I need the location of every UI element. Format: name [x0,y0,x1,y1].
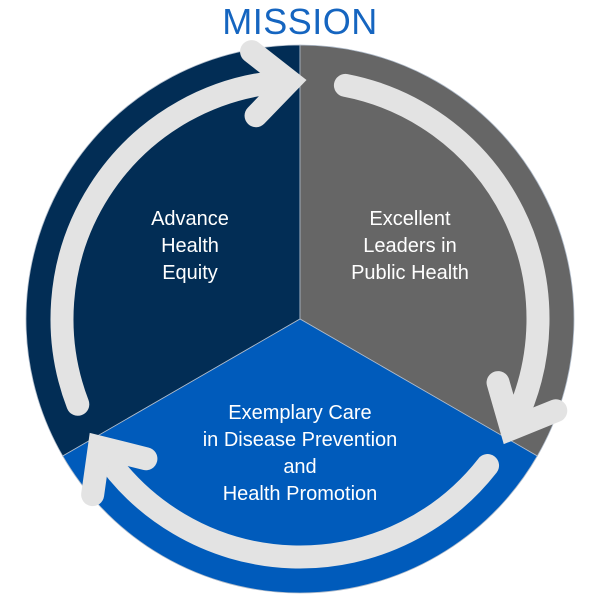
arrowhead-icon [486,371,568,445]
label-line: Health [161,235,219,257]
label-line: Equity [162,262,218,284]
arrow-to-exemplary-care-icon [333,73,550,435]
arrow-to-excellent-leaders-icon [50,70,295,416]
label-advance-health-equity: Advance Health Equity [110,206,270,287]
label-line: Public Health [351,262,469,284]
mission-title: MISSION [222,1,378,42]
label-exemplary-care: Exemplary Care in Disease Prevention and… [170,400,430,508]
label-line: Leaders in [363,235,457,257]
label-line: and [283,456,317,478]
segment-advance-health-equity [25,44,301,457]
label-excellent-leaders: Excellent Leaders in Public Health [320,206,500,287]
label-line: Advance [151,208,229,230]
label-line: Exemplary Care [228,402,372,424]
label-line: Excellent [369,208,451,230]
segment-excellent-leaders [299,44,575,457]
label-line: in Disease Prevention [202,429,398,451]
arrow-to-advance-health-equity-icon [91,440,500,569]
arrowhead-icon [81,432,158,507]
arrowhead-icon [240,40,307,128]
label-line: Health Promotion [222,483,378,505]
